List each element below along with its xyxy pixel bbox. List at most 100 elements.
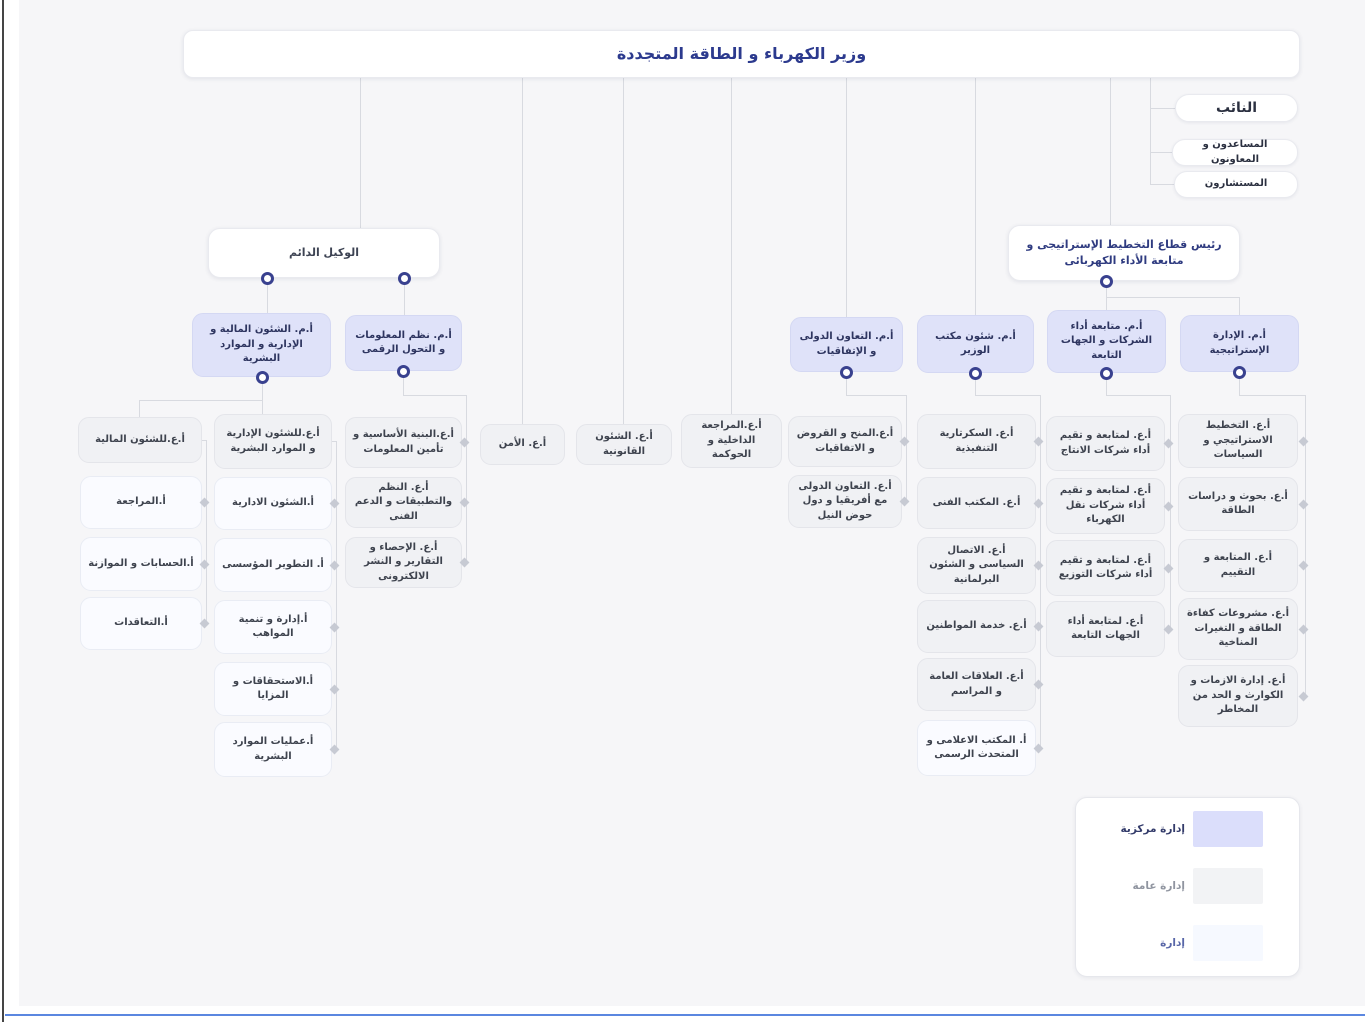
edge-line <box>466 395 467 563</box>
node-deputy[interactable]: النائب <box>1175 94 1298 122</box>
node-permanent-undersecretary[interactable]: الوكيل الدائم <box>208 228 440 278</box>
node-a-talent-management[interactable]: أ.إدارة و تنمية المواهب <box>214 600 332 654</box>
node-ag-intl-coop-africa-nile[interactable]: أ.ع. التعاون الدولى مع أفريقيا و دول حوض… <box>788 475 902 528</box>
edge-line <box>623 78 624 424</box>
edge-line <box>1106 395 1170 396</box>
legend-swatch-general <box>1193 868 1263 904</box>
edge-line <box>1110 78 1111 225</box>
connector-handle-circle <box>1232 365 1246 379</box>
node-ag-production-companies-perf[interactable]: أ.ع. لمتابعة و تقيم أداء شركات الانتاج <box>1046 416 1165 471</box>
connector-handle-circle <box>1099 366 1113 380</box>
edge-line <box>403 395 466 396</box>
edge-line <box>731 78 732 414</box>
node-a-accounts-budget[interactable]: أ.الحسابات و الموازنة <box>80 537 202 591</box>
node-ag-monitoring-evaluation[interactable]: أ.ع. المتابعة و التقييم <box>1178 539 1298 592</box>
node-a-review[interactable]: أ.المراجعة <box>80 476 202 529</box>
node-ag-technical-office[interactable]: أ.ع. المكتب الفنى <box>917 477 1036 529</box>
legend-label-admin: إدارة <box>1160 937 1185 949</box>
edge-line <box>1106 297 1239 298</box>
connector-handle-circle <box>255 370 269 384</box>
node-am-minister-office[interactable]: أ.م. شئون مكتب الوزير <box>917 315 1034 373</box>
node-ag-citizen-service[interactable]: أ.ع. خدمة المواطنين <box>917 600 1036 653</box>
node-ag-distribution-companies-perf[interactable]: أ.ع. لمتابعة و تقيم أداء شركات التوزيع <box>1046 540 1165 596</box>
legend-label-general: إدارة عامة <box>1132 880 1185 892</box>
node-advisors[interactable]: المستشارون <box>1174 171 1298 198</box>
node-a-org-development[interactable]: أ. التطوير المؤسسى <box>214 538 332 592</box>
node-am-companies-performance[interactable]: أ.م. متابعة أداء الشركات و الجهات التابع… <box>1047 310 1166 373</box>
node-am-financial-admin-hr[interactable]: أ.م. الشئون المالية و الإدارية و الموارد… <box>192 313 331 377</box>
node-ag-affiliated-entities-perf[interactable]: أ.ع. لمتابعة أداء الجهات التابعة <box>1046 601 1165 657</box>
legend-swatch-central <box>1193 811 1263 847</box>
edge-line <box>1239 395 1305 396</box>
edge-line <box>975 395 1040 396</box>
legend-swatch-admin <box>1193 925 1263 961</box>
edge-line <box>139 400 140 417</box>
edge-line <box>846 372 847 395</box>
edge-line <box>846 395 906 396</box>
node-ag-executive-secretariat[interactable]: أ.ع. السكرتارية التنفيذية <box>917 414 1036 469</box>
legend-row-admin: إدارة <box>1092 925 1263 961</box>
node-ag-strategic-planning-policies[interactable]: أ.ع. التخطيط الاستراتيجي و السياسات <box>1178 414 1298 468</box>
node-a-media-office-spokesperson[interactable]: أ. المكتب الاعلامى و المتحدث الرسمى <box>917 720 1036 776</box>
node-am-intl-cooperation[interactable]: أ.م. التعاون الدولى و الإتفاقيات <box>790 317 903 372</box>
legend-row-central: إدارة مركزية <box>1092 811 1263 847</box>
node-a-entitlements-benefits[interactable]: أ.الاستحقاقات و المزايا <box>214 662 332 716</box>
connector-handle-circle <box>397 271 411 285</box>
node-ag-admin-hr-affairs[interactable]: أ.ع.للشئون الإدارية و الموارد البشرية <box>214 414 332 469</box>
node-a-hr-operations[interactable]: أ.عمليات الموارد البشرية <box>214 722 332 777</box>
edge-line <box>975 78 976 315</box>
edge-line <box>206 440 207 624</box>
edge-line <box>1239 372 1240 395</box>
connector-handle-circle <box>396 364 410 378</box>
node-am-information-systems[interactable]: أ.م. نظم المعلومات و التحول الرقمى <box>345 315 462 371</box>
edge-line <box>336 441 337 750</box>
connector-handle-circle <box>260 271 274 285</box>
edge-line <box>202 440 206 441</box>
edge-line <box>1239 297 1240 315</box>
window-left-border <box>2 0 4 1022</box>
edge-line <box>1305 395 1306 696</box>
edge-line <box>906 395 907 502</box>
edge-line <box>1150 184 1174 185</box>
node-ag-internal-audit[interactable]: أ.ع.المراجعة الداخلية و الحوكمة <box>681 414 782 468</box>
node-ag-legal-affairs[interactable]: أ.ع. الشئون القانونية <box>576 424 672 465</box>
node-ag-transmission-companies-perf[interactable]: أ.ع. لمتابعة و تقيم أداء شركات نقل الكهر… <box>1046 478 1165 534</box>
edge-line <box>522 78 523 424</box>
node-ag-energy-research-studies[interactable]: أ.ع. بحوث و دراسات الطاقة <box>1178 477 1298 531</box>
connector-handle-circle <box>839 365 853 379</box>
edge-line <box>1150 108 1175 109</box>
edge-line <box>267 278 268 313</box>
edge-line <box>1106 281 1107 310</box>
node-ag-security[interactable]: أ.ع. الأمن <box>480 424 565 465</box>
node-planning-sector-head[interactable]: رئيس قطاع التخطيط الإستراتيجى و متابعة ا… <box>1008 225 1240 281</box>
connector-handle-circle <box>968 366 982 380</box>
edge-line <box>139 400 263 401</box>
edge-line <box>404 278 405 315</box>
node-ag-infrastructure-infosec[interactable]: أ.ع.البنية الأساسية و تأمين المعلومات <box>345 417 462 468</box>
node-ag-grants-loans-agreements[interactable]: أ.ع.المنح و القروض و الاتفاقيات <box>788 416 902 467</box>
node-ag-crisis-disaster-risk[interactable]: أ.ع. إدارة الازمات و الكوارث و الحد من ا… <box>1178 665 1298 727</box>
node-ag-financial-affairs[interactable]: أ.ع.للشئون المالية <box>78 417 202 463</box>
edge-line <box>1106 373 1107 395</box>
node-minister[interactable]: وزير الكهرباء و الطاقة المتجددة <box>183 30 1300 78</box>
node-assistants-aides[interactable]: المساعدون و المعاونون <box>1172 139 1298 166</box>
node-a-admin-affairs[interactable]: أ.الشئون الادارية <box>214 477 332 530</box>
node-a-contracts[interactable]: أ.التعاقدات <box>80 597 202 650</box>
connector-handle-circle <box>1099 274 1113 288</box>
edge-line <box>846 78 847 317</box>
edge-line <box>403 371 404 395</box>
node-ag-systems-apps-support[interactable]: أ.ع. النظم والتطبيقات و الدعم الفنى <box>345 477 462 528</box>
node-am-strategic-management[interactable]: أ.م. الإدارة الإستراتيجية <box>1180 315 1299 372</box>
edge-line <box>262 377 263 400</box>
node-ag-energy-efficiency-climate[interactable]: أ.ع. مشروعات كفاءة الطاقة و التغيرات الم… <box>1178 598 1298 660</box>
legend-label-central: إدارة مركزية <box>1120 823 1185 835</box>
node-ag-political-parliamentary[interactable]: أ.ع. الاتصال السياسى و الشئون البرلمانية <box>917 537 1036 594</box>
legend-row-general: إدارة عامة <box>1092 868 1263 904</box>
node-ag-public-relations-protocol[interactable]: أ.ع. العلاقات العامة و المراسم <box>917 658 1036 711</box>
edge-line <box>1040 395 1041 748</box>
node-ag-statistics-reports-epub[interactable]: أ.ع. الإحصاء و التقارير و النشر الالكترو… <box>345 537 462 588</box>
edge-line <box>1150 78 1151 185</box>
edge-line <box>1170 395 1171 629</box>
edge-line <box>262 400 263 414</box>
